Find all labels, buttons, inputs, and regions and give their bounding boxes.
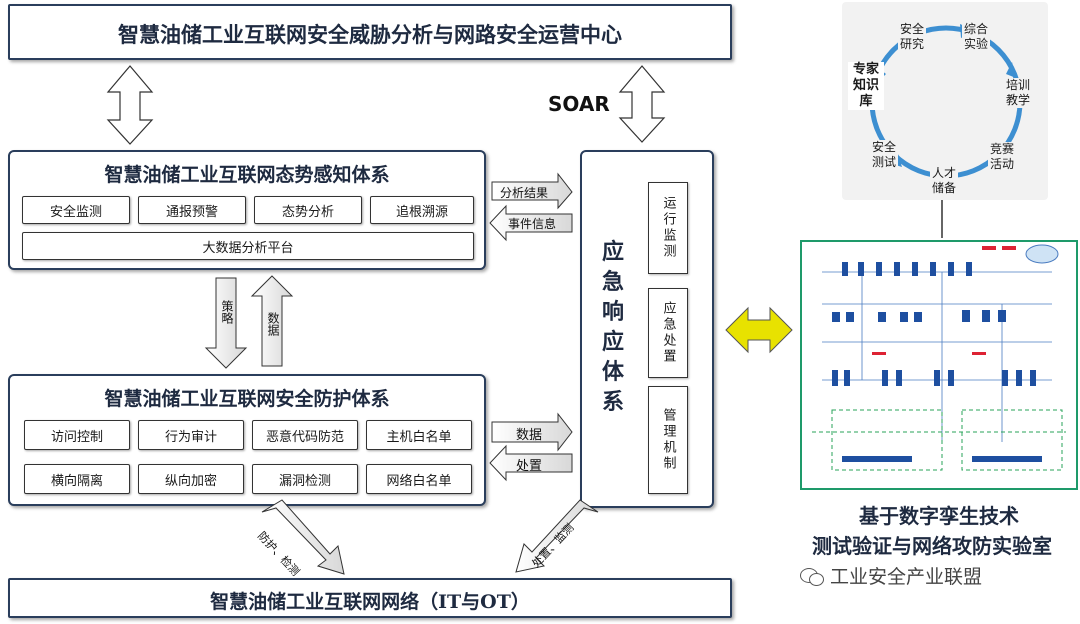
soc-awareness-double-arrow bbox=[106, 65, 154, 145]
response-item-disposal: 应急处置 bbox=[648, 288, 688, 378]
network-title: 智慧油储工业互联网网络（IT与OT） bbox=[210, 591, 530, 613]
soar-label: SOAR bbox=[548, 92, 610, 116]
cycle-node-training: 培训教学 bbox=[1004, 78, 1032, 108]
awareness-item-monitor: 安全监测 bbox=[22, 196, 130, 224]
analysis-result-label: 分析结果 bbox=[500, 186, 549, 200]
awareness-item-trace: 追根溯源 bbox=[370, 196, 474, 224]
awareness-box: 智慧油储工业互联网态势感知体系 安全监测 通报预警 态势分析 追根溯源 大数据分… bbox=[8, 150, 486, 270]
soc-box: 智慧油储工业互联网安全威胁分析与网路安全运营中心 bbox=[8, 4, 732, 60]
lab-caption-line2: 测试验证与网络攻防实验室 bbox=[812, 534, 1052, 558]
cycle-node-experiment: 综合实验 bbox=[962, 22, 990, 52]
cycle-node-talent: 人才储备 bbox=[930, 166, 958, 196]
protection-behavior-audit: 行为审计 bbox=[138, 420, 244, 450]
awareness-item-analysis: 态势分析 bbox=[254, 196, 362, 224]
response-box: 应急响应体系 运行监测 应急处置 管理机制 bbox=[580, 150, 714, 508]
analysis-result-arrow bbox=[491, 172, 573, 210]
lab-network-graphic bbox=[812, 244, 1066, 471]
cycle-node-testing: 安全测试 bbox=[870, 140, 898, 170]
strategy-down-arrow bbox=[204, 277, 248, 369]
wechat-icon bbox=[800, 566, 824, 586]
awareness-platform: 大数据分析平台 bbox=[22, 232, 474, 260]
awareness-item-warning: 通报预警 bbox=[138, 196, 246, 224]
awareness-title: 智慧油储工业互联网态势感知体系 bbox=[104, 164, 390, 186]
protection-box: 智慧油储工业互联网安全防护体系 访问控制 行为审计 恶意代码防范 主机白名单 横… bbox=[8, 374, 486, 506]
protection-vertical-encryption: 纵向加密 bbox=[138, 464, 244, 494]
watermark-text: 工业安全产业联盟 bbox=[830, 566, 983, 588]
lab-diagram bbox=[800, 240, 1078, 490]
watermark: 工业安全产业联盟 bbox=[800, 562, 982, 589]
protection-vuln-detect: 漏洞检测 bbox=[252, 464, 358, 494]
event-info-label: 事件信息 bbox=[508, 217, 557, 231]
lab-double-arrow bbox=[725, 306, 793, 354]
protection-malware: 恶意代码防范 bbox=[252, 420, 358, 450]
response-item-monitor: 运行监测 bbox=[648, 182, 688, 274]
disposal-left-arrow bbox=[489, 444, 573, 482]
soc-title: 智慧油储工业互联网安全威胁分析与网路安全运营中心 bbox=[118, 22, 622, 47]
soar-double-arrow bbox=[618, 65, 666, 143]
network-box: 智慧油储工业互联网网络（IT与OT） bbox=[8, 578, 732, 618]
data-right-arrow bbox=[491, 412, 573, 452]
disposal-label: 处置 bbox=[516, 459, 543, 474]
protection-net-whitelist: 网络白名单 bbox=[366, 464, 472, 494]
protection-title: 智慧油储工业互联网安全防护体系 bbox=[104, 388, 390, 410]
strategy-label: 策略 bbox=[220, 300, 234, 324]
data-up-label: 数据 bbox=[266, 312, 280, 336]
cycle-panel: 专家知识库 安全研究 综合实验 培训教学 竞赛活动 人才储备 安全测试 bbox=[842, 2, 1048, 200]
event-info-arrow bbox=[489, 204, 573, 242]
disposal-monitor-arrow bbox=[515, 499, 599, 573]
protect-detect-arrow bbox=[261, 499, 345, 575]
data-up-arrow bbox=[250, 275, 294, 367]
cycle-node-research: 安全研究 bbox=[898, 22, 926, 52]
cycle-node-competition: 竞赛活动 bbox=[988, 142, 1016, 172]
data-label: 数据 bbox=[516, 428, 543, 443]
cycle-center: 专家知识库 bbox=[848, 62, 884, 110]
protection-access-control: 访问控制 bbox=[24, 420, 130, 450]
protection-horizontal-isolation: 横向隔离 bbox=[24, 464, 130, 494]
response-item-mechanism: 管理机制 bbox=[648, 386, 688, 494]
protection-host-whitelist: 主机白名单 bbox=[366, 420, 472, 450]
response-title: 应急响应体系 bbox=[601, 240, 624, 415]
lab-caption-line1: 基于数字孪生技术 bbox=[859, 504, 1019, 528]
